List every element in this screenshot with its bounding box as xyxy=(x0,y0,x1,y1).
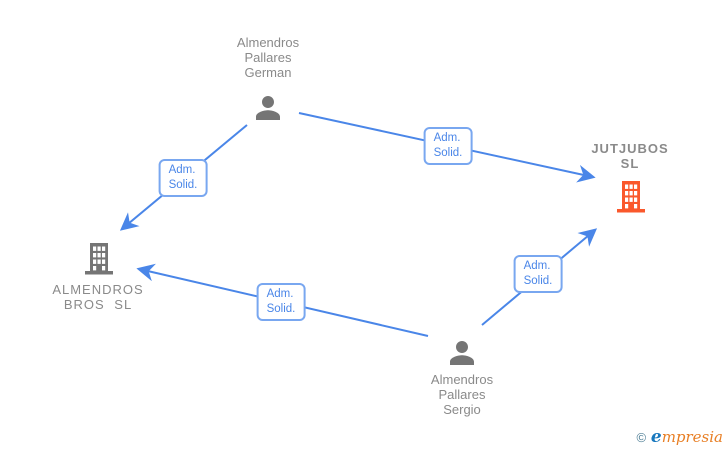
copyright-symbol: © xyxy=(636,430,647,445)
empresia-watermark: © empresia xyxy=(636,427,723,447)
edge-label-german-almendros-bros: Adm. Solid. xyxy=(158,159,208,197)
edge-label-line: Adm. xyxy=(433,132,461,144)
brand-initial: e xyxy=(650,427,662,447)
node-label-almendros-bros: ALMENDROS BROS SL xyxy=(52,282,144,312)
company-building-icon xyxy=(613,178,649,214)
node-label-sergio: Almendros Pallares Sergio xyxy=(430,372,494,417)
company-building-icon xyxy=(81,240,117,276)
edge-label-line: Solid. xyxy=(168,179,198,191)
edge-label-line: Adm. xyxy=(266,288,294,300)
edge-label-line: Solid. xyxy=(433,147,463,159)
node-label-german: Almendros Pallares German xyxy=(236,35,300,80)
edge-label-line: Solid. xyxy=(523,275,553,287)
node-jutjubos[interactable] xyxy=(613,178,649,214)
node-label-jutjubos: JUTJUBOS SL xyxy=(591,141,669,171)
edge-label-sergio-jutjubos: Adm. Solid. xyxy=(513,255,563,293)
edge-label-line: Adm. xyxy=(523,260,551,272)
node-almendros-bros[interactable] xyxy=(81,240,117,276)
person-icon xyxy=(444,335,480,371)
brand-text: mpresia xyxy=(661,428,723,446)
node-sergio[interactable] xyxy=(444,335,480,371)
node-german[interactable] xyxy=(250,90,286,126)
edge-label-sergio-almendros-bros: Adm. Solid. xyxy=(256,283,306,321)
edge-label-line: Adm. xyxy=(168,164,196,176)
person-icon xyxy=(250,90,286,126)
edge-label-german-jutjubos: Adm. Solid. xyxy=(423,127,473,165)
edge-label-line: Solid. xyxy=(266,303,296,315)
